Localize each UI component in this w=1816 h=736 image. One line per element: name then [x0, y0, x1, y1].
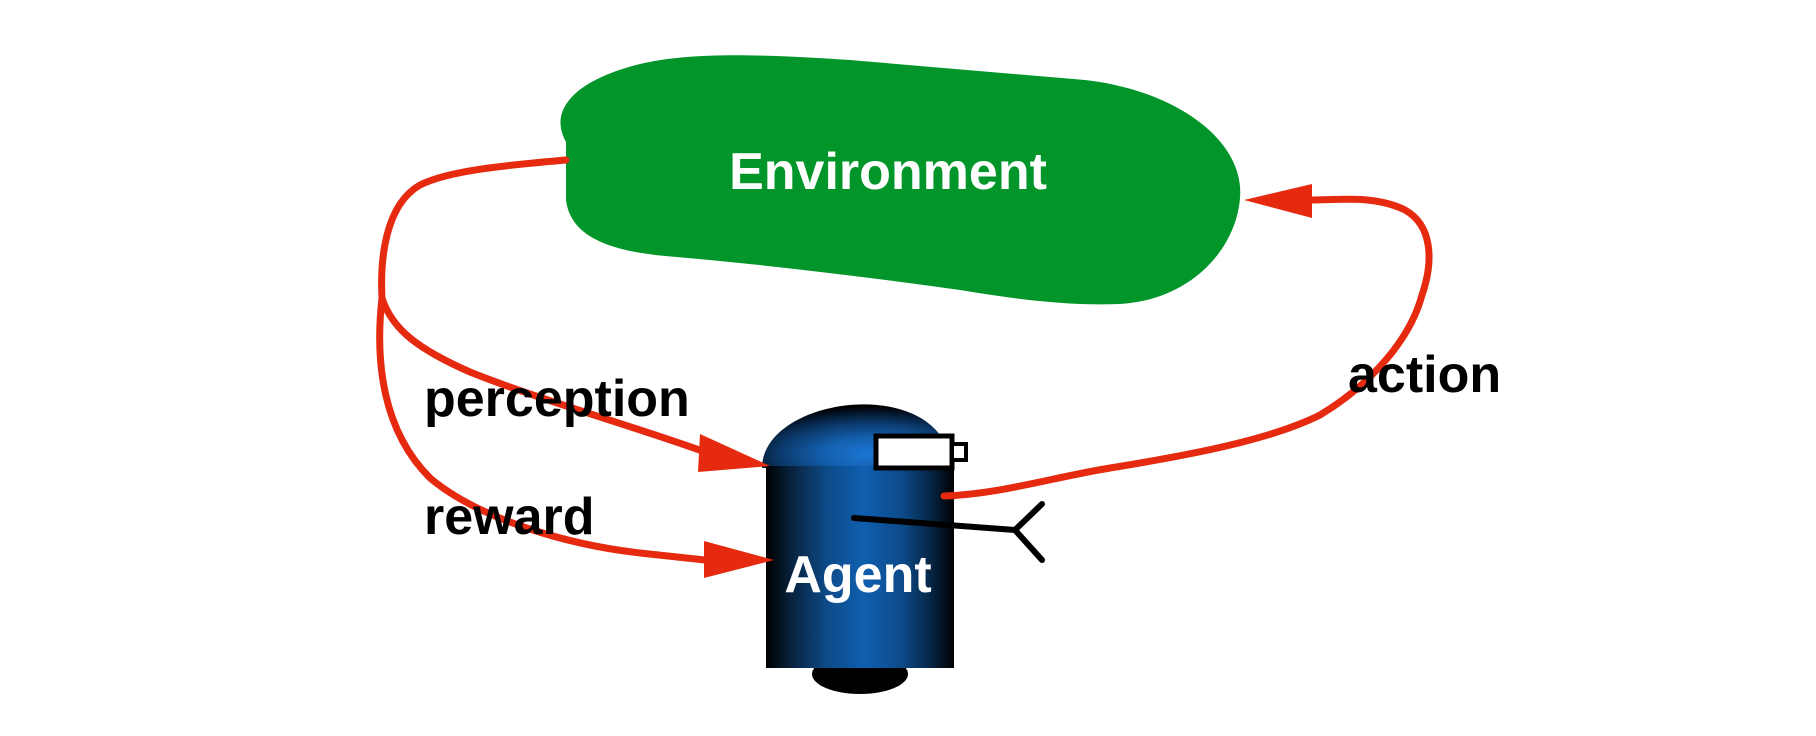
reward-arrowhead: [704, 541, 774, 578]
agent-node: Agent: [762, 404, 1045, 694]
perception-arrowhead: [698, 434, 770, 472]
reward-label: reward: [424, 488, 595, 546]
environment-node: Environment: [560, 55, 1241, 305]
environment-label: Environment: [729, 143, 1047, 201]
action-arrow-line: [940, 195, 1433, 500]
agent-label: Agent: [784, 546, 931, 604]
agent-body: [766, 466, 954, 668]
environment-blob: [560, 55, 1241, 305]
reward-arrow-line: [376, 294, 709, 564]
battery-icon: [873, 433, 968, 471]
arrows: [376, 156, 1433, 578]
perception-label: perception: [424, 370, 690, 428]
action-arrowhead: [1244, 184, 1312, 218]
action-label: action: [1348, 346, 1501, 404]
gripper-arm-icon: [851, 501, 1045, 563]
